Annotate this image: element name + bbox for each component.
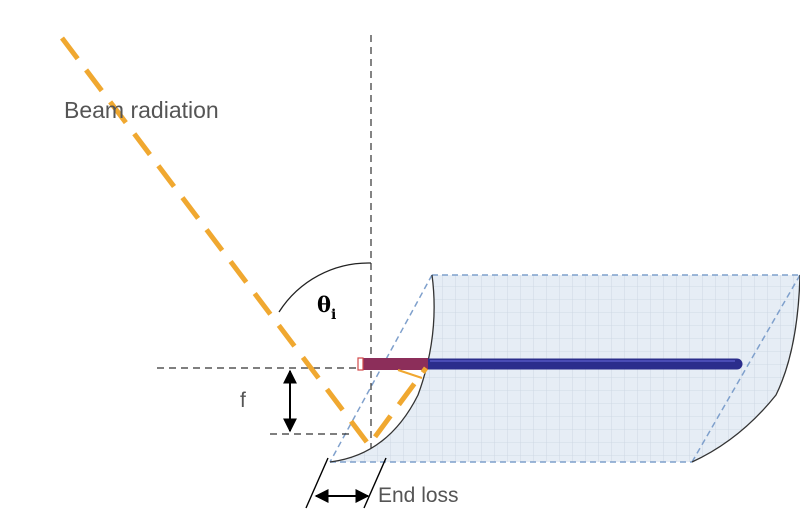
end-loss-label: End loss <box>378 484 459 507</box>
beam-ray-path <box>60 36 429 450</box>
collector-left-curve <box>329 274 435 463</box>
theta-symbol: θ <box>317 292 331 317</box>
focal-length-label: f <box>240 389 246 412</box>
collector-right-chord <box>691 274 800 463</box>
receiver-end-cap <box>357 357 364 371</box>
incidence-angle-label: θi <box>317 292 336 323</box>
beam-radiation-label: Beam radiation <box>64 97 219 123</box>
receiver-tube <box>357 357 743 371</box>
receiver-end-loss-segment <box>362 358 428 370</box>
beam-radiation-ray <box>60 36 429 450</box>
end-loss-tick-left <box>305 457 329 509</box>
theta-subscript: i <box>331 307 336 323</box>
collector-right-curve <box>691 274 800 463</box>
collector-left-chord <box>329 274 433 463</box>
incidence-angle-arc <box>278 262 372 313</box>
reflected-ray-short <box>397 369 423 379</box>
